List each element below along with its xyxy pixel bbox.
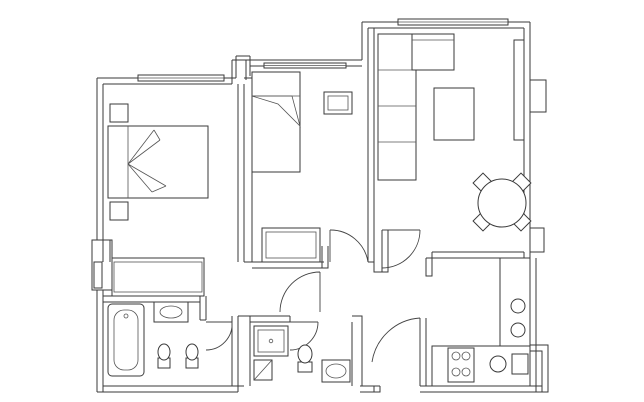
fridge xyxy=(511,353,529,375)
single-bed xyxy=(251,71,301,173)
bedroom-second-furniture xyxy=(251,71,353,263)
shower-tray xyxy=(253,325,289,357)
bathtub xyxy=(107,303,145,377)
door-bathroom xyxy=(205,321,233,351)
door-shower-room xyxy=(289,321,319,351)
toilet xyxy=(297,344,313,364)
coffee-table xyxy=(433,87,475,141)
nightstand xyxy=(109,201,129,221)
door-living-room xyxy=(381,229,421,269)
windows xyxy=(93,18,509,289)
door-bedroom-second xyxy=(329,229,369,263)
washbasin xyxy=(321,359,351,383)
cooktop xyxy=(447,347,475,383)
bedroom-main-furniture xyxy=(107,103,209,297)
shower-room-fixtures xyxy=(253,325,351,383)
window-bathroom xyxy=(93,261,103,289)
washbasin xyxy=(153,301,189,323)
door-entrance xyxy=(371,317,421,370)
wardrobe xyxy=(111,257,205,297)
toilet xyxy=(157,343,171,361)
kitchen-fixtures xyxy=(431,257,531,387)
bathroom-fixtures xyxy=(107,301,199,377)
living-room-furniture xyxy=(377,33,532,232)
appliance xyxy=(510,298,526,314)
double-bed xyxy=(107,125,209,199)
interior-walls xyxy=(103,28,530,393)
door-bedroom-main xyxy=(279,271,321,313)
sink xyxy=(489,355,507,373)
sofa xyxy=(377,33,417,181)
wardrobe xyxy=(261,227,321,263)
doors xyxy=(205,229,421,370)
appliance xyxy=(510,322,526,338)
dining-table xyxy=(472,172,532,232)
bidet xyxy=(185,343,199,361)
nightstand xyxy=(109,103,129,123)
desk xyxy=(323,91,353,115)
tv-unit xyxy=(513,39,525,141)
sofa-chaise xyxy=(411,33,455,71)
